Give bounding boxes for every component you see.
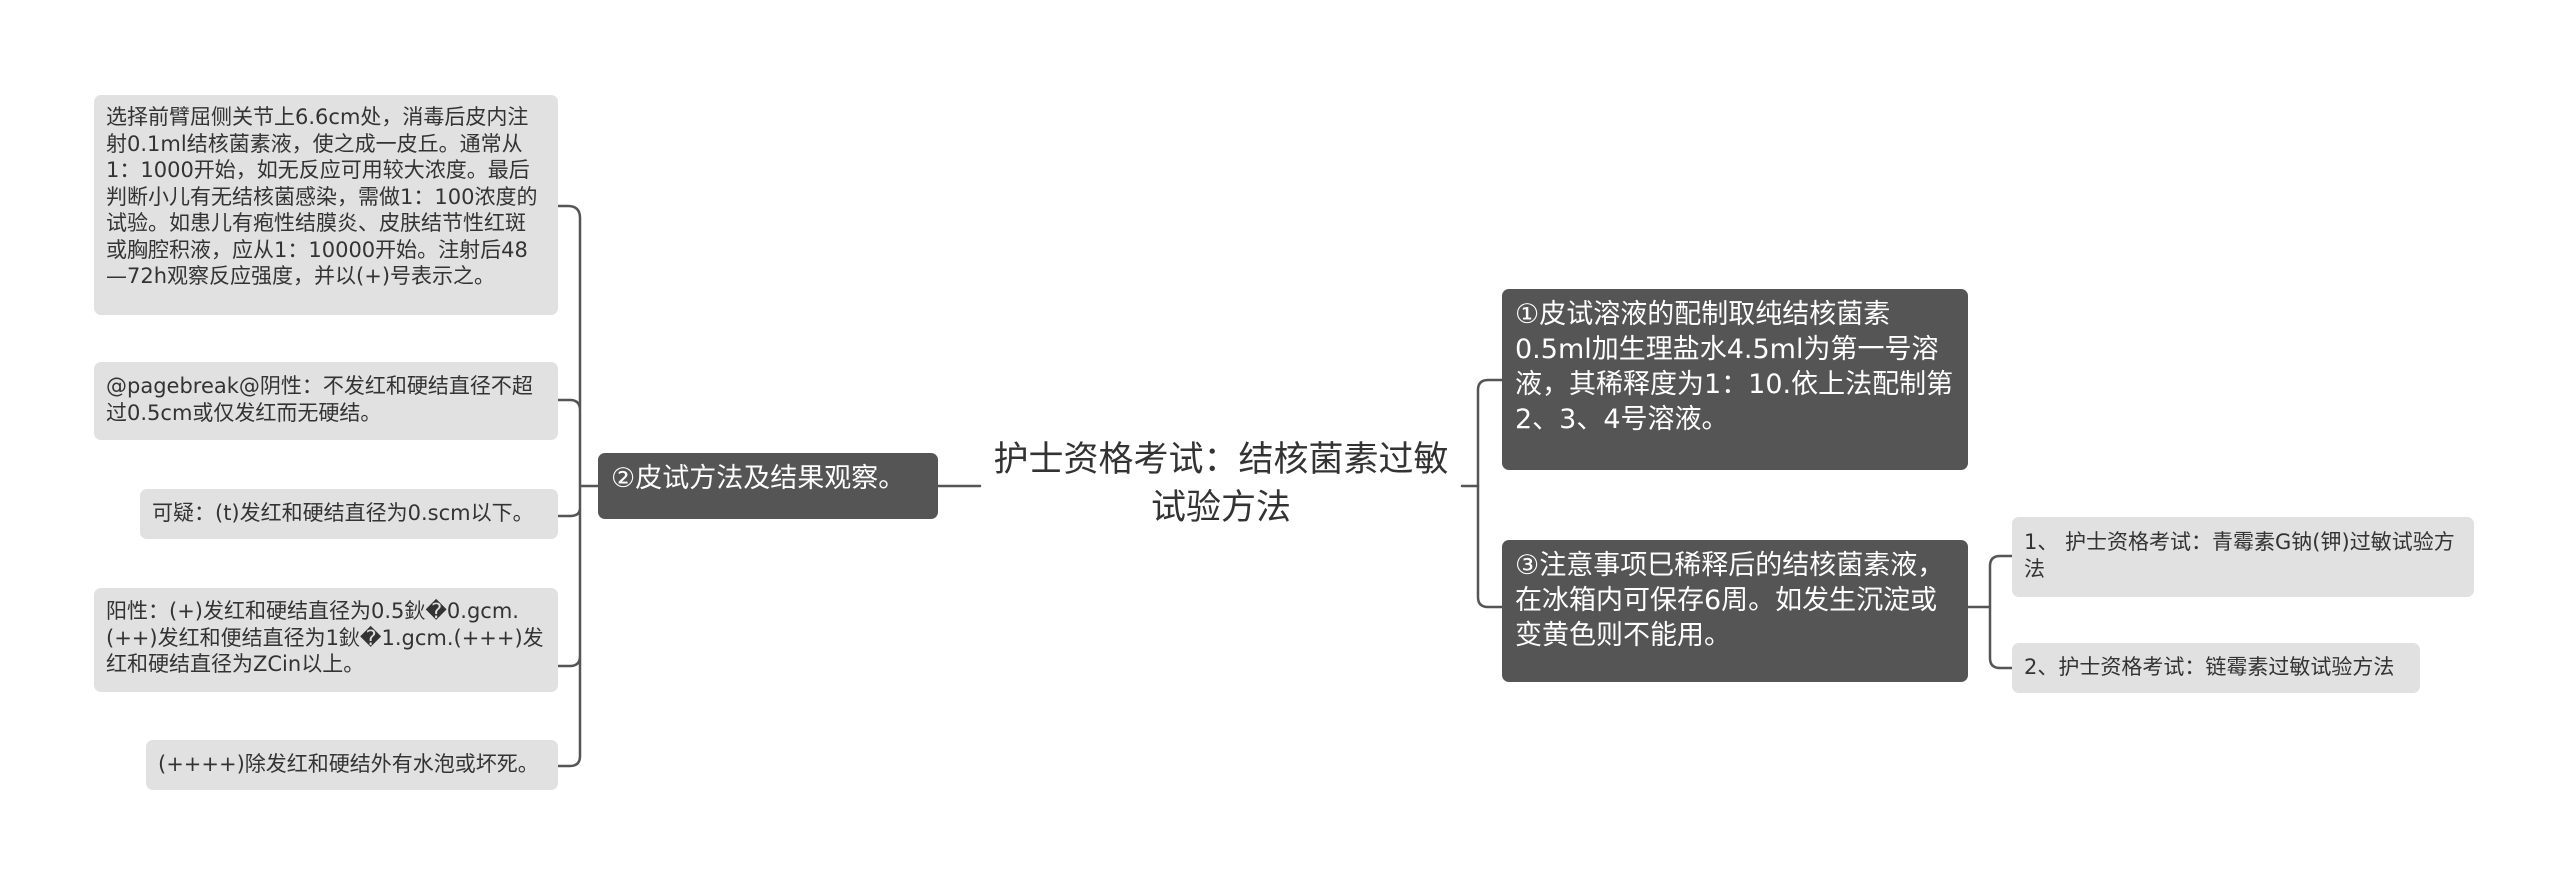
leaf-positive-result[interactable]: 阳性：(+)发红和硬结直径为0.5鈥�0.gcm.(++)发红和便结直径为1鈥�… [94, 588, 558, 692]
root-title: 护士资格考试：结核菌素过敏试验方法 [993, 440, 1449, 528]
branch-skin-test-method-label: ②皮试方法及结果观察。 [611, 463, 906, 494]
root-topic[interactable]: 护士资格考试：结核菌素过敏试验方法 [990, 432, 1452, 536]
branch-skin-test-method[interactable]: ②皮试方法及结果观察。 [598, 453, 938, 519]
branch-precautions[interactable]: ③注意事项巳稀释后的结核菌素液，在冰箱内可保存6周。如发生沉淀或变黄色则不能用。 [1502, 540, 1968, 682]
connector-right-sub [1966, 554, 2014, 670]
branch-solution-preparation[interactable]: ①皮试溶液的配制取纯结核菌素0.5ml加生理盐水4.5ml为第一号溶液，其稀释度… [1502, 289, 1968, 470]
leaf-injection-procedure[interactable]: 选择前臂屈侧关节上6.6cm处，消毒后皮内注射0.1ml结核菌素液，使之成一皮丘… [94, 95, 558, 315]
leaf-related-penicillin[interactable]: 1、 护士资格考试：青霉素G钠(钾)过敏试验方法 [2012, 517, 2474, 597]
leaf-doubtful-result[interactable]: 可疑：(t)发红和硬结直径为0.scm以下。 [140, 489, 558, 539]
connector-right-trunk [1476, 378, 1504, 609]
leaf-related-streptomycin[interactable]: 2、护士资格考试：链霉素过敏试验方法 [2012, 643, 2420, 693]
leaf-strong-positive-result[interactable]: (++++)除发红和硬结外有水泡或坏死。 [146, 740, 558, 790]
connector-left-trunk [556, 204, 600, 768]
leaf-negative-result[interactable]: @pagebreak@阴性：不发红和硬结直径不超过0.5cm或仅发红而无硬结。 [94, 362, 558, 440]
